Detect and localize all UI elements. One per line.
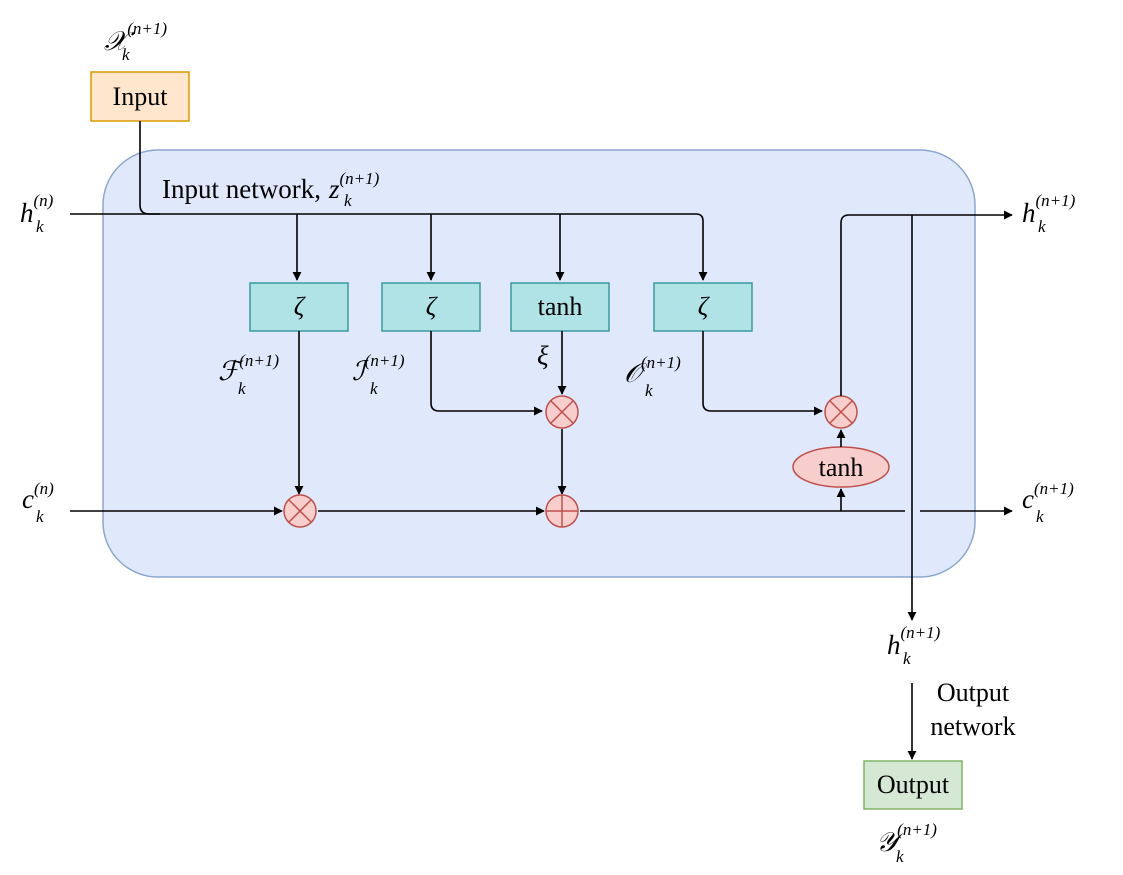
output-network-label-1: Output <box>937 678 1010 707</box>
cell-output-label: c(n+1) <box>1022 479 1074 514</box>
output-symbol-label: 𝒴(n+1) <box>876 820 937 857</box>
output-box <box>863 760 963 810</box>
output-gate: ζ <box>653 282 753 332</box>
hidden-input-label: h(n) <box>20 191 54 228</box>
output-gate-sym-sub: k <box>645 381 653 400</box>
forget-gate: ζ <box>249 282 349 332</box>
candidate-gate: tanh <box>510 282 610 332</box>
forget-multiply-op <box>283 494 317 528</box>
input-gate-label: ζ <box>426 292 438 321</box>
hidden-out-wire <box>840 210 1013 396</box>
hidden-input-wire <box>70 213 704 222</box>
input-network-sub: k <box>344 191 352 210</box>
cell-add-op <box>545 494 579 528</box>
hidden-down-sub: k <box>903 649 911 668</box>
input-box-label: Input <box>113 82 169 111</box>
input-multiply-op <box>545 395 579 429</box>
output-multiply-op <box>824 395 858 429</box>
input-box <box>90 71 190 122</box>
candidate-label: ξ <box>537 341 549 371</box>
forget-gate-label: ζ <box>294 292 306 321</box>
hidden-output-label: h(n+1) <box>1022 191 1076 228</box>
candidate-gate-label: tanh <box>538 292 583 321</box>
cell-input-label: c(n) <box>22 479 54 514</box>
input-gate-sym-sub: k <box>370 379 378 398</box>
input-to-multiply-wire <box>430 331 543 416</box>
cell-tanh-label: tanh <box>819 453 864 482</box>
hidden-down-label: h(n+1) <box>887 623 941 660</box>
output-gate-to-multiply-wire <box>702 331 823 416</box>
cell-tanh-op: tanh <box>792 446 890 488</box>
input-network-label: Input network,z(n+1) <box>162 169 380 204</box>
hidden-output-sub: k <box>1038 217 1046 236</box>
input-symbol-sub: k <box>122 45 130 64</box>
output-symbol-sub: k <box>896 847 904 866</box>
forget-label-sub: k <box>238 379 246 398</box>
lstm-cell-region <box>102 149 976 578</box>
input-symbol-label: 𝒳(n+1) <box>104 19 167 56</box>
hidden-input-sub: k <box>36 217 44 236</box>
output-box-label: Output <box>877 770 950 799</box>
output-network-label-2: network <box>930 712 1015 741</box>
input-gate: ζ <box>381 282 481 332</box>
cell-output-sub: k <box>1036 507 1044 526</box>
output-gate-label: ζ <box>698 292 710 321</box>
cell-input-sub: k <box>36 507 44 526</box>
